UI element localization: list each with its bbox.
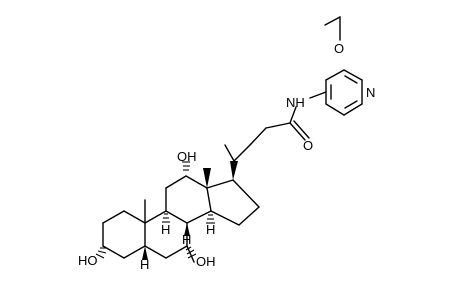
hydroxyl-12-label: OH	[177, 149, 197, 164]
ethoxy-oxygen-label: O	[334, 41, 344, 56]
hydrogen-14-label: H	[206, 222, 215, 237]
pyridine-nitrogen-label: N	[366, 85, 375, 100]
amide-nh-label: NH	[286, 95, 305, 110]
carbonyl-oxygen-label: O	[303, 138, 313, 153]
hydrogen-9-label: H	[161, 222, 170, 237]
hydrogen-5-label: H	[140, 257, 149, 272]
atom-labels: O N NH O OH OH HO H H H H	[78, 41, 375, 272]
bond-skeleton	[102, 16, 363, 263]
stereo-bonds	[95, 161, 238, 260]
hydroxyl-3-label: HO	[78, 253, 98, 268]
hydrogen-8-label: H	[182, 232, 191, 247]
hydroxyl-7-label: OH	[196, 254, 216, 269]
